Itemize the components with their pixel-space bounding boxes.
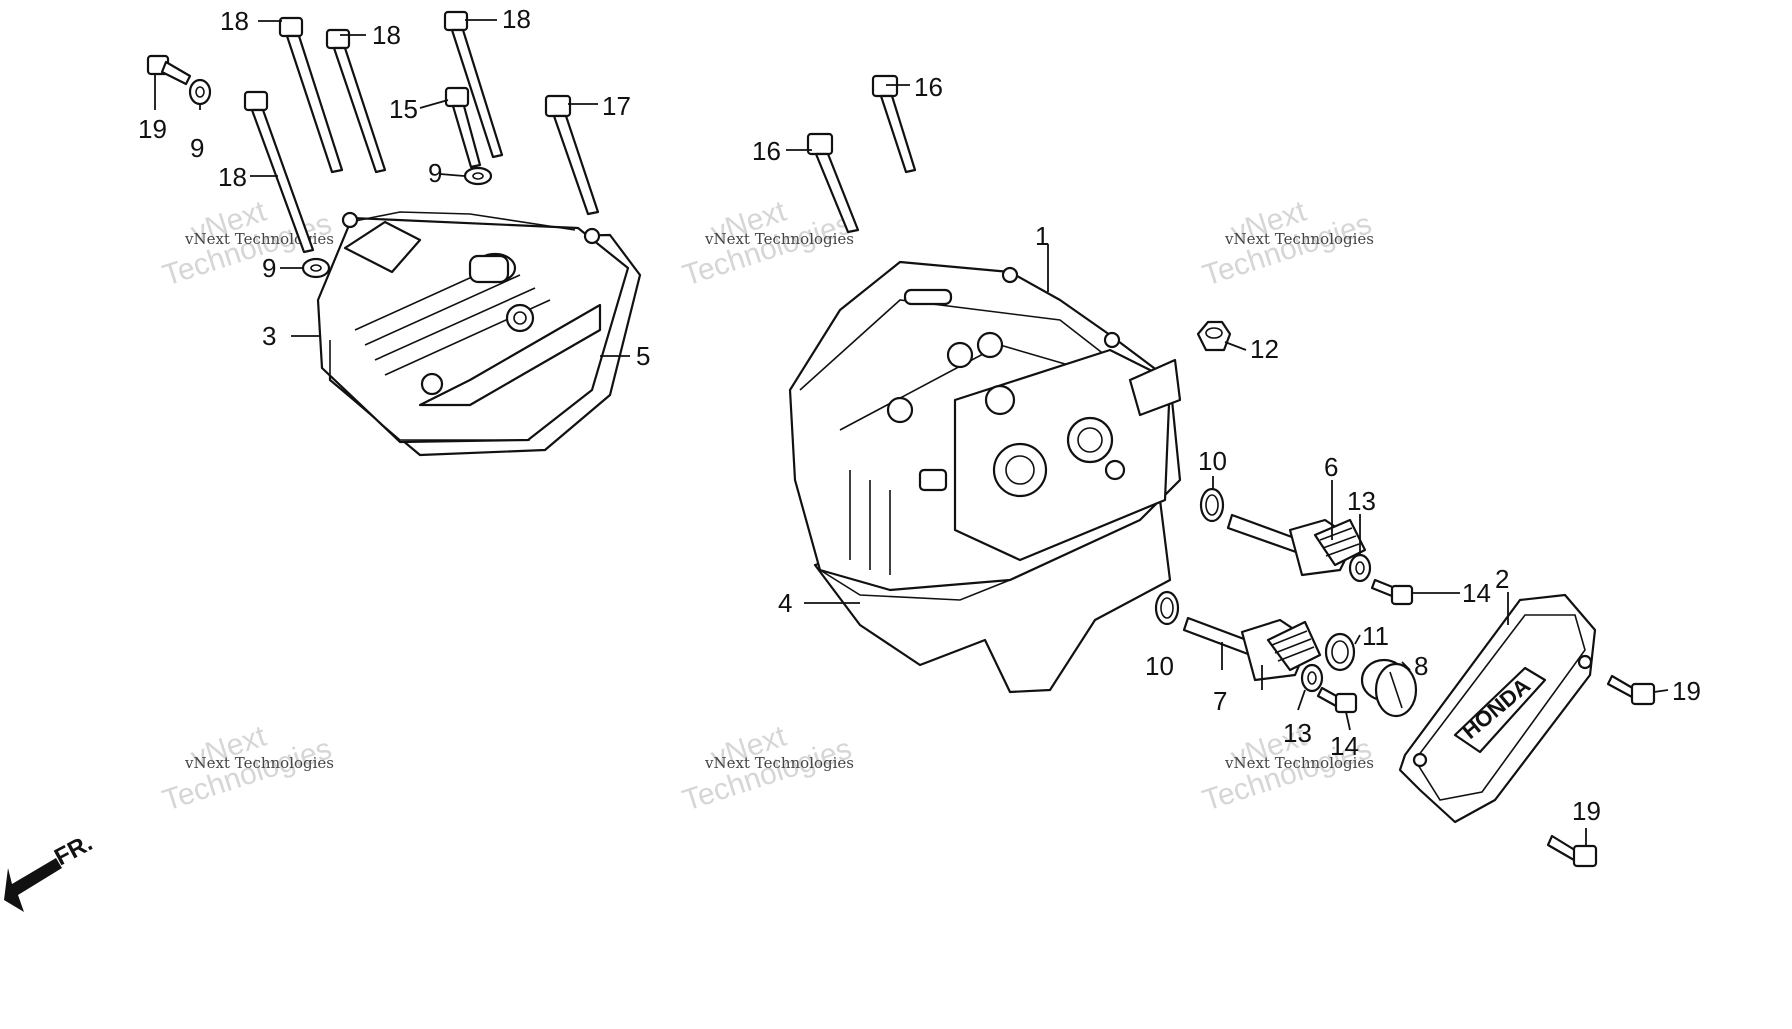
bolt-19a	[146, 54, 192, 86]
label-13a: 13	[1347, 486, 1376, 516]
label-12: 12	[1250, 334, 1279, 364]
label-18b: 18	[372, 20, 401, 50]
front-direction-arrow: FR.	[4, 829, 97, 912]
label-8: 8	[1414, 651, 1428, 681]
label-2: 2	[1495, 564, 1509, 594]
washer-13a	[1348, 553, 1372, 583]
label-10b: 10	[1145, 651, 1174, 681]
label-10a: 10	[1198, 446, 1227, 476]
bolt-17	[544, 94, 600, 216]
label-18a: 18	[220, 6, 249, 36]
label-19a: 19	[138, 114, 167, 144]
label-6: 6	[1324, 452, 1338, 482]
o-ring-10a	[1199, 487, 1225, 523]
label-15: 15	[389, 94, 418, 124]
label-19b: 19	[1672, 676, 1701, 706]
bolt-16a	[871, 74, 917, 174]
arrow-icon	[4, 858, 62, 912]
label-14b: 14	[1330, 731, 1359, 761]
watermark-small-6: vNext Technologies	[1224, 754, 1374, 772]
plug-8	[1360, 658, 1418, 718]
washer-9a	[188, 78, 212, 106]
watermark-small-4: vNext Technologies	[184, 754, 334, 772]
label-9b: 9	[428, 158, 442, 188]
rocker-arm-6	[1226, 513, 1367, 577]
bolt-19b	[1606, 674, 1656, 706]
o-ring-10b	[1154, 590, 1180, 626]
bolt-15	[444, 86, 482, 169]
bolt-18a	[278, 16, 344, 174]
label-5: 5	[636, 341, 650, 371]
label-7: 7	[1213, 686, 1227, 716]
watermark-small-2: vNext Technologies	[704, 230, 854, 248]
bolt-18c	[443, 10, 504, 159]
washer-13b	[1300, 663, 1324, 693]
label-13b: 13	[1283, 718, 1312, 748]
label-14a: 14	[1462, 578, 1491, 608]
bolt-14a	[1370, 578, 1414, 606]
bolt-14b	[1316, 686, 1358, 714]
o-ring-11	[1324, 632, 1356, 672]
rocker-arm-7	[1182, 616, 1322, 682]
leader-lines	[154, 19, 1669, 846]
watermark-small-5: vNext Technologies	[704, 754, 854, 772]
callout-labels: 1 2 3 4 5 6 7 8 9 9 9 10 10 11 12 13 13 …	[138, 4, 1701, 826]
label-11: 11	[1362, 621, 1389, 651]
side-cover: HONDA	[1398, 593, 1597, 824]
label-17: 17	[602, 91, 631, 121]
bolt-16b	[806, 132, 860, 234]
label-18c: 18	[502, 4, 531, 34]
label-4: 4	[778, 588, 792, 618]
bolt-19c	[1546, 834, 1598, 868]
label-16b: 16	[752, 136, 781, 166]
bolt-18d	[243, 90, 315, 254]
label-16a: 16	[914, 72, 943, 102]
watermark-small-3: vNext Technologies	[1224, 230, 1374, 248]
label-1: 1	[1035, 221, 1049, 251]
label-3: 3	[262, 321, 276, 351]
head-cover	[316, 211, 630, 444]
cap-nut-12	[1196, 320, 1232, 352]
washer-9b	[463, 166, 493, 186]
label-19c: 19	[1572, 796, 1601, 826]
label-18d: 18	[218, 162, 247, 192]
washer-9c	[301, 257, 331, 279]
cylinder-head	[788, 260, 1182, 601]
label-9c: 9	[262, 253, 276, 283]
label-9a: 9	[190, 133, 204, 163]
